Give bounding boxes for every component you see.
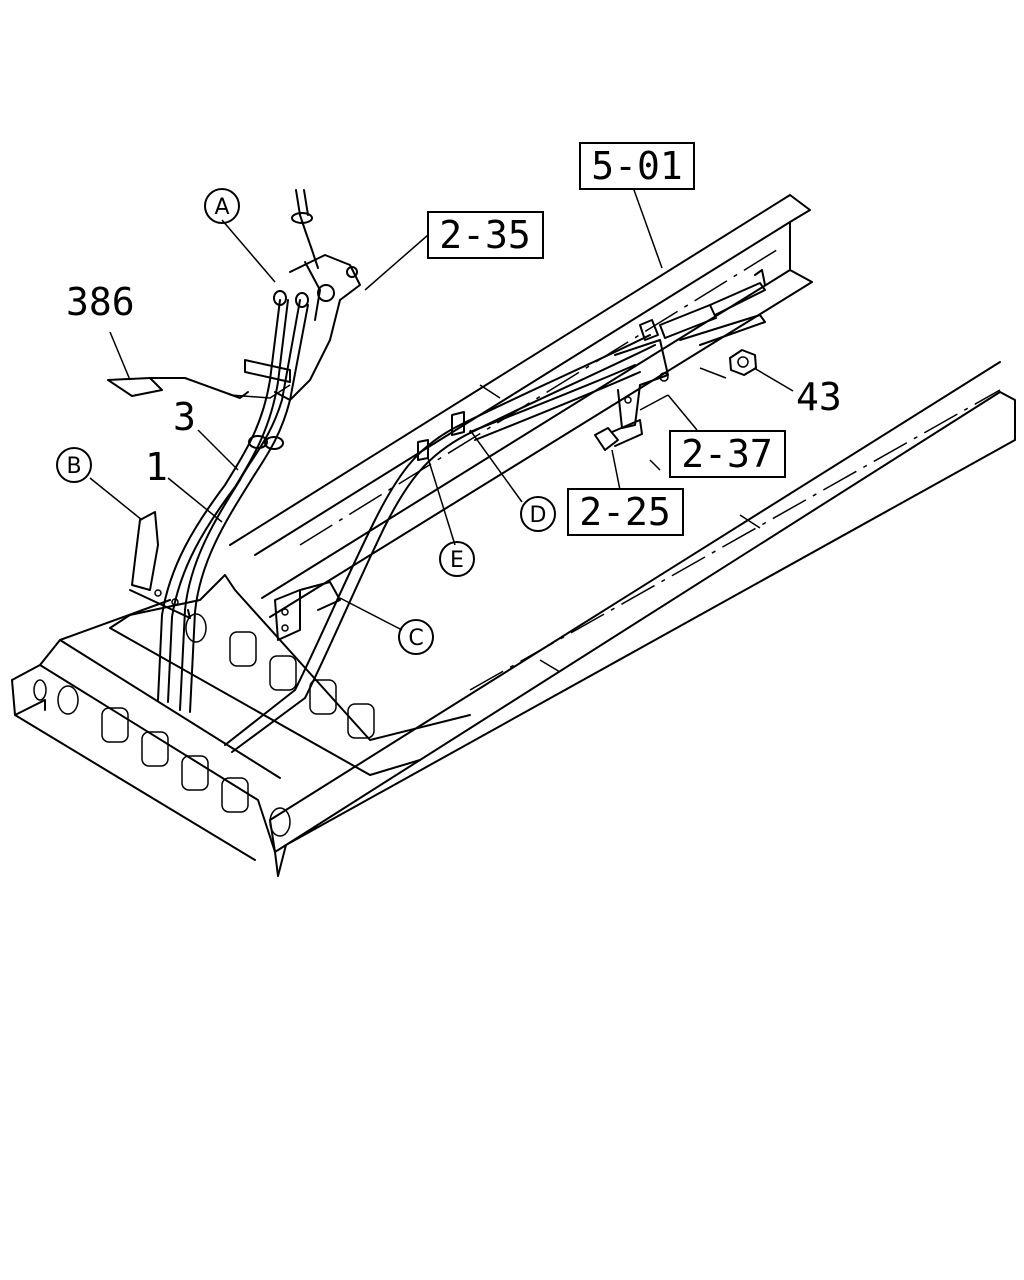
callout-b: B bbox=[66, 454, 81, 479]
chassis-frame bbox=[11, 194, 1016, 877]
part-43: 43 bbox=[796, 375, 842, 419]
cable-long bbox=[224, 334, 651, 746]
nut bbox=[729, 349, 757, 376]
ref-2-37: 2-37 bbox=[681, 432, 773, 476]
brake-cables bbox=[157, 299, 656, 753]
frame-rail-lower bbox=[269, 361, 1016, 877]
part-number-labels: 386 3 1 43 bbox=[66, 280, 842, 489]
upper-bracket bbox=[229, 189, 361, 401]
cable-3 bbox=[179, 299, 301, 711]
ref-5-01: 5-01 bbox=[591, 144, 683, 188]
part-1: 1 bbox=[145, 445, 168, 489]
inner-flange bbox=[479, 384, 761, 673]
part-386: 386 bbox=[66, 280, 135, 324]
frame-rail-upper bbox=[229, 194, 813, 618]
bolt bbox=[594, 419, 643, 451]
cable-long-2 bbox=[469, 364, 641, 441]
bracket-c bbox=[274, 581, 341, 641]
cross-member bbox=[11, 574, 471, 861]
callout-circles: A B C D E bbox=[56, 188, 556, 655]
callout-c: C bbox=[408, 626, 423, 651]
rear-bracket bbox=[614, 269, 766, 429]
cable-1-inner bbox=[167, 299, 289, 703]
part-3: 3 bbox=[173, 395, 196, 439]
rail-centerline-upper bbox=[299, 247, 781, 546]
rail-centerline-lower bbox=[469, 389, 1001, 691]
cable-long-inner bbox=[231, 344, 656, 753]
leader-lines bbox=[89, 189, 794, 631]
cross-member-holes bbox=[33, 613, 375, 837]
ref-2-25: 2-25 bbox=[579, 490, 671, 534]
equalizer bbox=[659, 304, 717, 339]
cable-3-inner bbox=[189, 304, 309, 713]
reference-boxes: 5-01 2-35 2-37 2-25 bbox=[427, 142, 786, 536]
callout-a: A bbox=[214, 195, 229, 220]
callout-e: E bbox=[450, 548, 464, 573]
callout-d: D bbox=[530, 503, 547, 528]
clip bbox=[107, 377, 249, 399]
ref-2-35: 2-35 bbox=[439, 213, 531, 257]
cable-1 bbox=[157, 299, 281, 701]
bracket-b bbox=[129, 511, 191, 619]
